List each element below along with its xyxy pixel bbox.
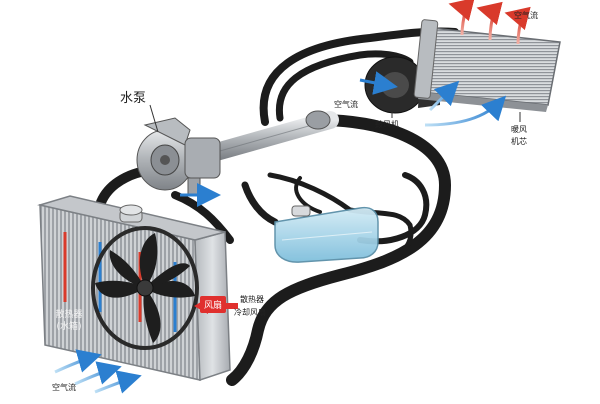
- bypass-hose: [241, 181, 279, 226]
- heater-return-hose: [275, 50, 414, 122]
- hot-air-arrow-3: [504, 6, 531, 45]
- lower-radiator-hose: [226, 114, 451, 386]
- cold-air-arrow-b: [424, 95, 507, 127]
- airflow-top-label: 空气流: [514, 11, 538, 20]
- cooling-fan: [91, 226, 199, 350]
- heater-core-label-line2: 机芯: [511, 137, 527, 146]
- radiator-water-label-line1: 散热器: [55, 310, 83, 320]
- overflow-hose: [267, 172, 414, 263]
- cold-air-arrows-radiator: [54, 349, 142, 394]
- water-pump-label: 水泵: [120, 91, 147, 106]
- blower-inflow-arrow: [359, 71, 398, 95]
- cold-air-arrows-heater: [424, 80, 507, 127]
- hot-air-arrow-1: [448, 0, 475, 36]
- airflow-mid-label: 空气流: [334, 100, 358, 109]
- hot-air-arrow-2: [476, 1, 503, 41]
- hot-air-arrows: [448, 0, 531, 45]
- fan-badge: 风扇: [200, 296, 227, 313]
- water-pump-leader: [149, 104, 159, 133]
- radiator-fan-label-line2: 冷却风扇: [234, 308, 266, 317]
- air-arrow-3: [94, 370, 142, 394]
- air-arrow-2: [74, 361, 122, 386]
- water-pump: [136, 117, 221, 207]
- radiator-fan-label-line1: 散热器: [240, 295, 264, 304]
- cold-air-arrow-a: [428, 80, 460, 112]
- heater-core: [413, 19, 561, 112]
- air-arrow-1: [54, 349, 102, 374]
- airflow-bottom-label: 空气流: [52, 383, 76, 392]
- coolant-reservoir: [274, 205, 379, 263]
- heater-core-label-line1: 暖风: [511, 125, 527, 134]
- blower-label: 鼓风机: [375, 120, 399, 129]
- tank-return-hose: [357, 172, 430, 245]
- radiator-water-label-line2: (水箱): [56, 322, 82, 332]
